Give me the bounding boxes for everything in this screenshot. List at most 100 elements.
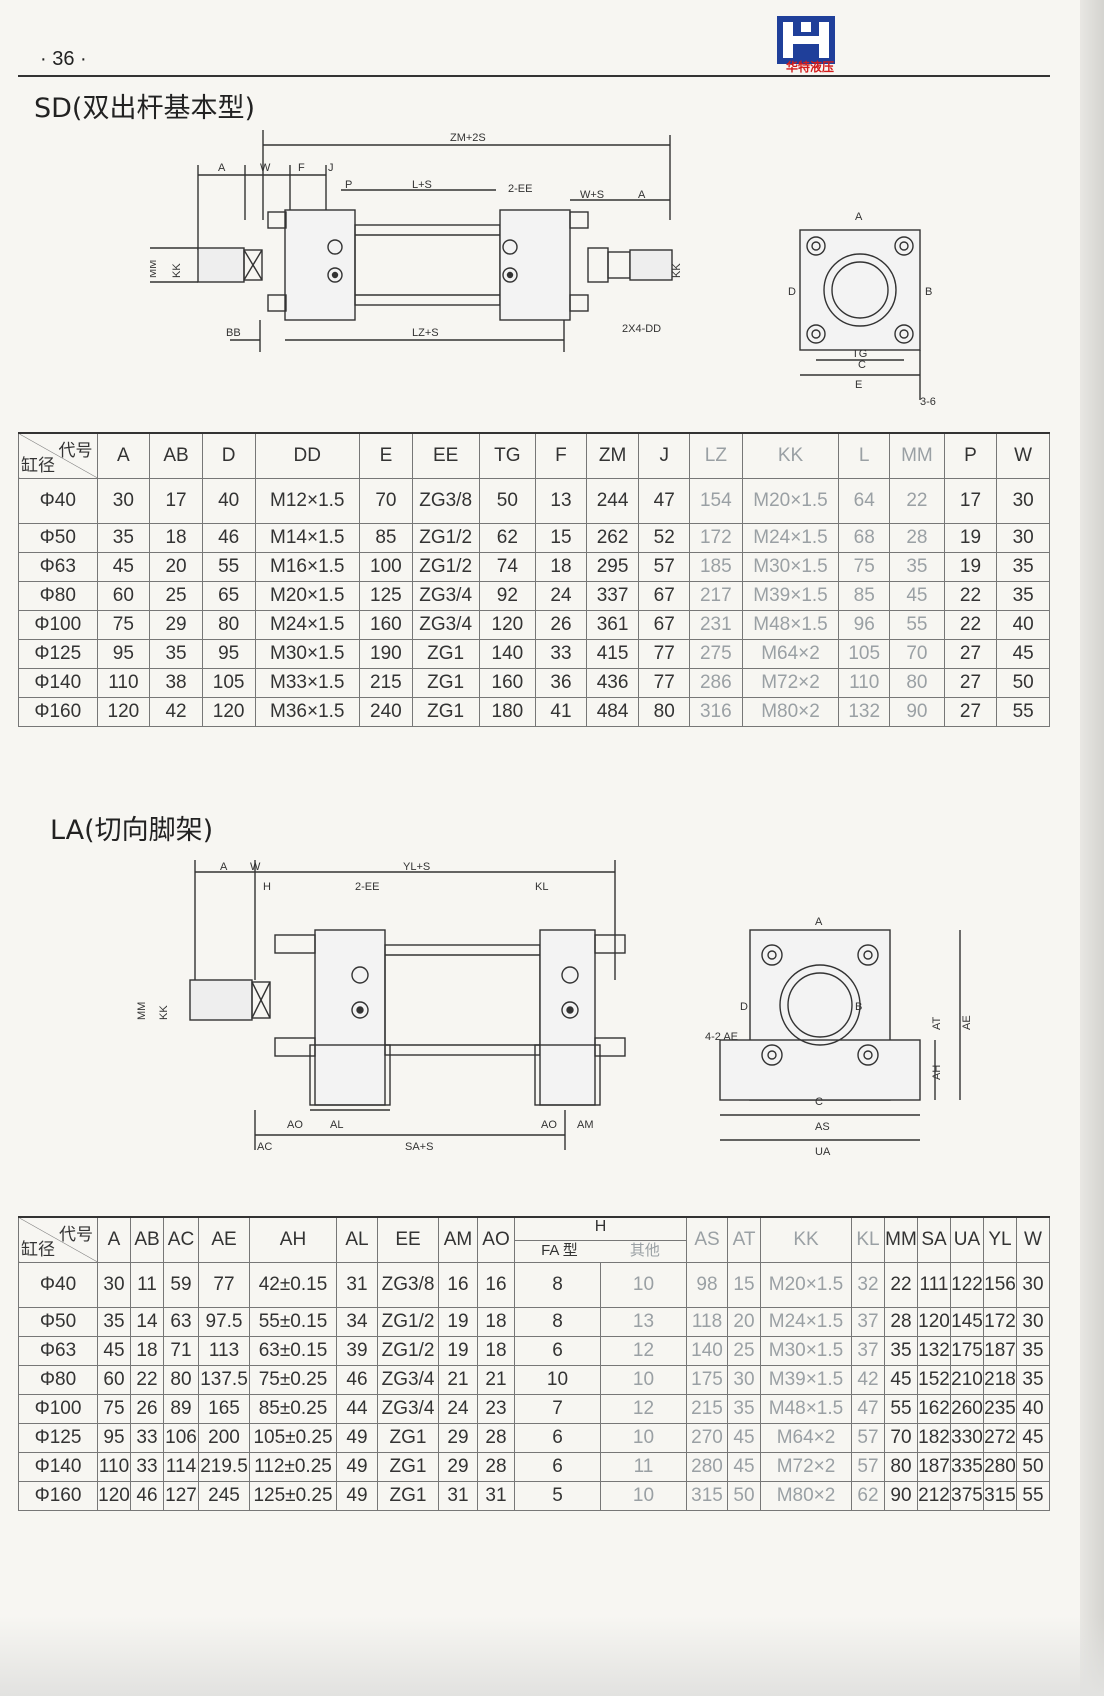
table-cell: 185 (689, 552, 743, 582)
table-cell: 316 (689, 697, 743, 727)
table-cell: 33 (535, 639, 587, 669)
table-cell: 80 (889, 668, 945, 698)
table-cell: 11 (130, 1262, 164, 1308)
table-cell: 375 (950, 1481, 984, 1511)
table-cell: 75±0.25 (249, 1365, 337, 1395)
table-cell: M39×1.5 (741, 581, 840, 611)
table-cell: 32 (851, 1262, 885, 1308)
table-cell: 260 (950, 1394, 984, 1424)
table-cell: 14 (130, 1307, 164, 1337)
table-cell: 30 (97, 1262, 131, 1308)
table-cell: 74 (478, 552, 537, 582)
table-cell: 25 (727, 1336, 761, 1366)
col-header: E (359, 432, 413, 479)
dimension-label: YL+S (403, 861, 430, 873)
table-cell: 57 (851, 1423, 885, 1453)
table-cell: 35 (1016, 1365, 1050, 1395)
col-header: AO (477, 1216, 515, 1263)
table-cell: ZG1/2 (411, 552, 480, 582)
table-cell: 17 (943, 478, 998, 524)
col-header: L (838, 432, 891, 479)
table-cell: 95 (97, 1423, 131, 1453)
table-cell: 105 (201, 668, 256, 698)
table-cell: 8 (514, 1307, 601, 1337)
table-cell: 25 (149, 581, 203, 611)
table-cell: 27 (943, 697, 998, 727)
col-header: AM (438, 1216, 478, 1263)
table-cell: 127 (163, 1481, 199, 1511)
table-cell: 19 (438, 1307, 478, 1337)
table-cell: 335 (950, 1452, 984, 1482)
table-cell: 8 (514, 1262, 601, 1308)
table-cell: 182 (917, 1423, 951, 1453)
table-cell: 90 (884, 1481, 918, 1511)
table-cell: 64 (838, 478, 891, 524)
table-cell: 45 (96, 552, 151, 582)
table-cell: 337 (585, 581, 640, 611)
bore-cell: Φ125 (18, 1423, 98, 1453)
table-cell: 275 (689, 639, 743, 669)
table-cell: 97.5 (198, 1307, 250, 1337)
table-cell: 50 (478, 478, 537, 524)
table-cell: 15 (535, 523, 587, 553)
dimension-label: AT (931, 1016, 943, 1030)
table-cell: 172 (983, 1307, 1017, 1337)
dimension-label: TG (852, 348, 867, 360)
table-cell: M72×2 (741, 668, 840, 698)
table-cell: 67 (638, 610, 690, 640)
dimension-label: F (298, 162, 305, 174)
table-cell: 10 (600, 1262, 687, 1308)
table-cell: 40 (1016, 1394, 1050, 1424)
table-cell: 31 (438, 1481, 478, 1511)
dimension-label: AH (931, 1065, 943, 1080)
table-cell: ZG1 (377, 1481, 439, 1511)
table-cell: 67 (638, 581, 690, 611)
table-cell: 212 (917, 1481, 951, 1511)
table-cell: 85±0.25 (249, 1394, 337, 1424)
table-cell: 172 (689, 523, 743, 553)
page-edge-shadow (1080, 0, 1104, 1696)
table-cell: 17 (149, 478, 203, 524)
dimension-label: D (740, 1001, 748, 1013)
bore-cell: Φ63 (18, 1336, 98, 1366)
table-cell: M80×2 (760, 1481, 852, 1511)
table-cell: 152 (917, 1365, 951, 1395)
table-cell: M24×1.5 (760, 1307, 852, 1337)
table-cell: 6 (514, 1452, 601, 1482)
dimension-label: ZM+2S (450, 132, 486, 144)
dimension-label: W+S (580, 189, 604, 201)
table-cell: 13 (535, 478, 587, 524)
table-cell: 55 (889, 610, 945, 640)
table-cell: 68 (838, 523, 891, 553)
dimension-label: H (263, 881, 271, 893)
table-cell: 98 (686, 1262, 728, 1308)
table-cell: 30 (96, 478, 151, 524)
table-cell: M30×1.5 (760, 1336, 852, 1366)
col-header: AL (336, 1216, 378, 1263)
table-cell: 37 (851, 1307, 885, 1337)
table-cell: 46 (336, 1365, 378, 1395)
table-cell: 6 (514, 1423, 601, 1453)
table-cell: 30 (996, 523, 1050, 553)
table-cell: 156 (983, 1262, 1017, 1308)
dimension-label: E (855, 379, 862, 391)
table-cell: 27 (943, 668, 998, 698)
dimension-label: A (815, 916, 823, 928)
table-cell: 315 (983, 1481, 1017, 1511)
table-cell: 45 (97, 1336, 131, 1366)
table-cell: 19 (438, 1336, 478, 1366)
table-cell: 154 (689, 478, 743, 524)
table-cell: 13 (600, 1307, 687, 1337)
table-cell: 125 (359, 581, 413, 611)
table-cell: 92 (478, 581, 537, 611)
table-cell: 231 (689, 610, 743, 640)
table-cell: 55 (884, 1394, 918, 1424)
table-cell: 35 (889, 552, 945, 582)
